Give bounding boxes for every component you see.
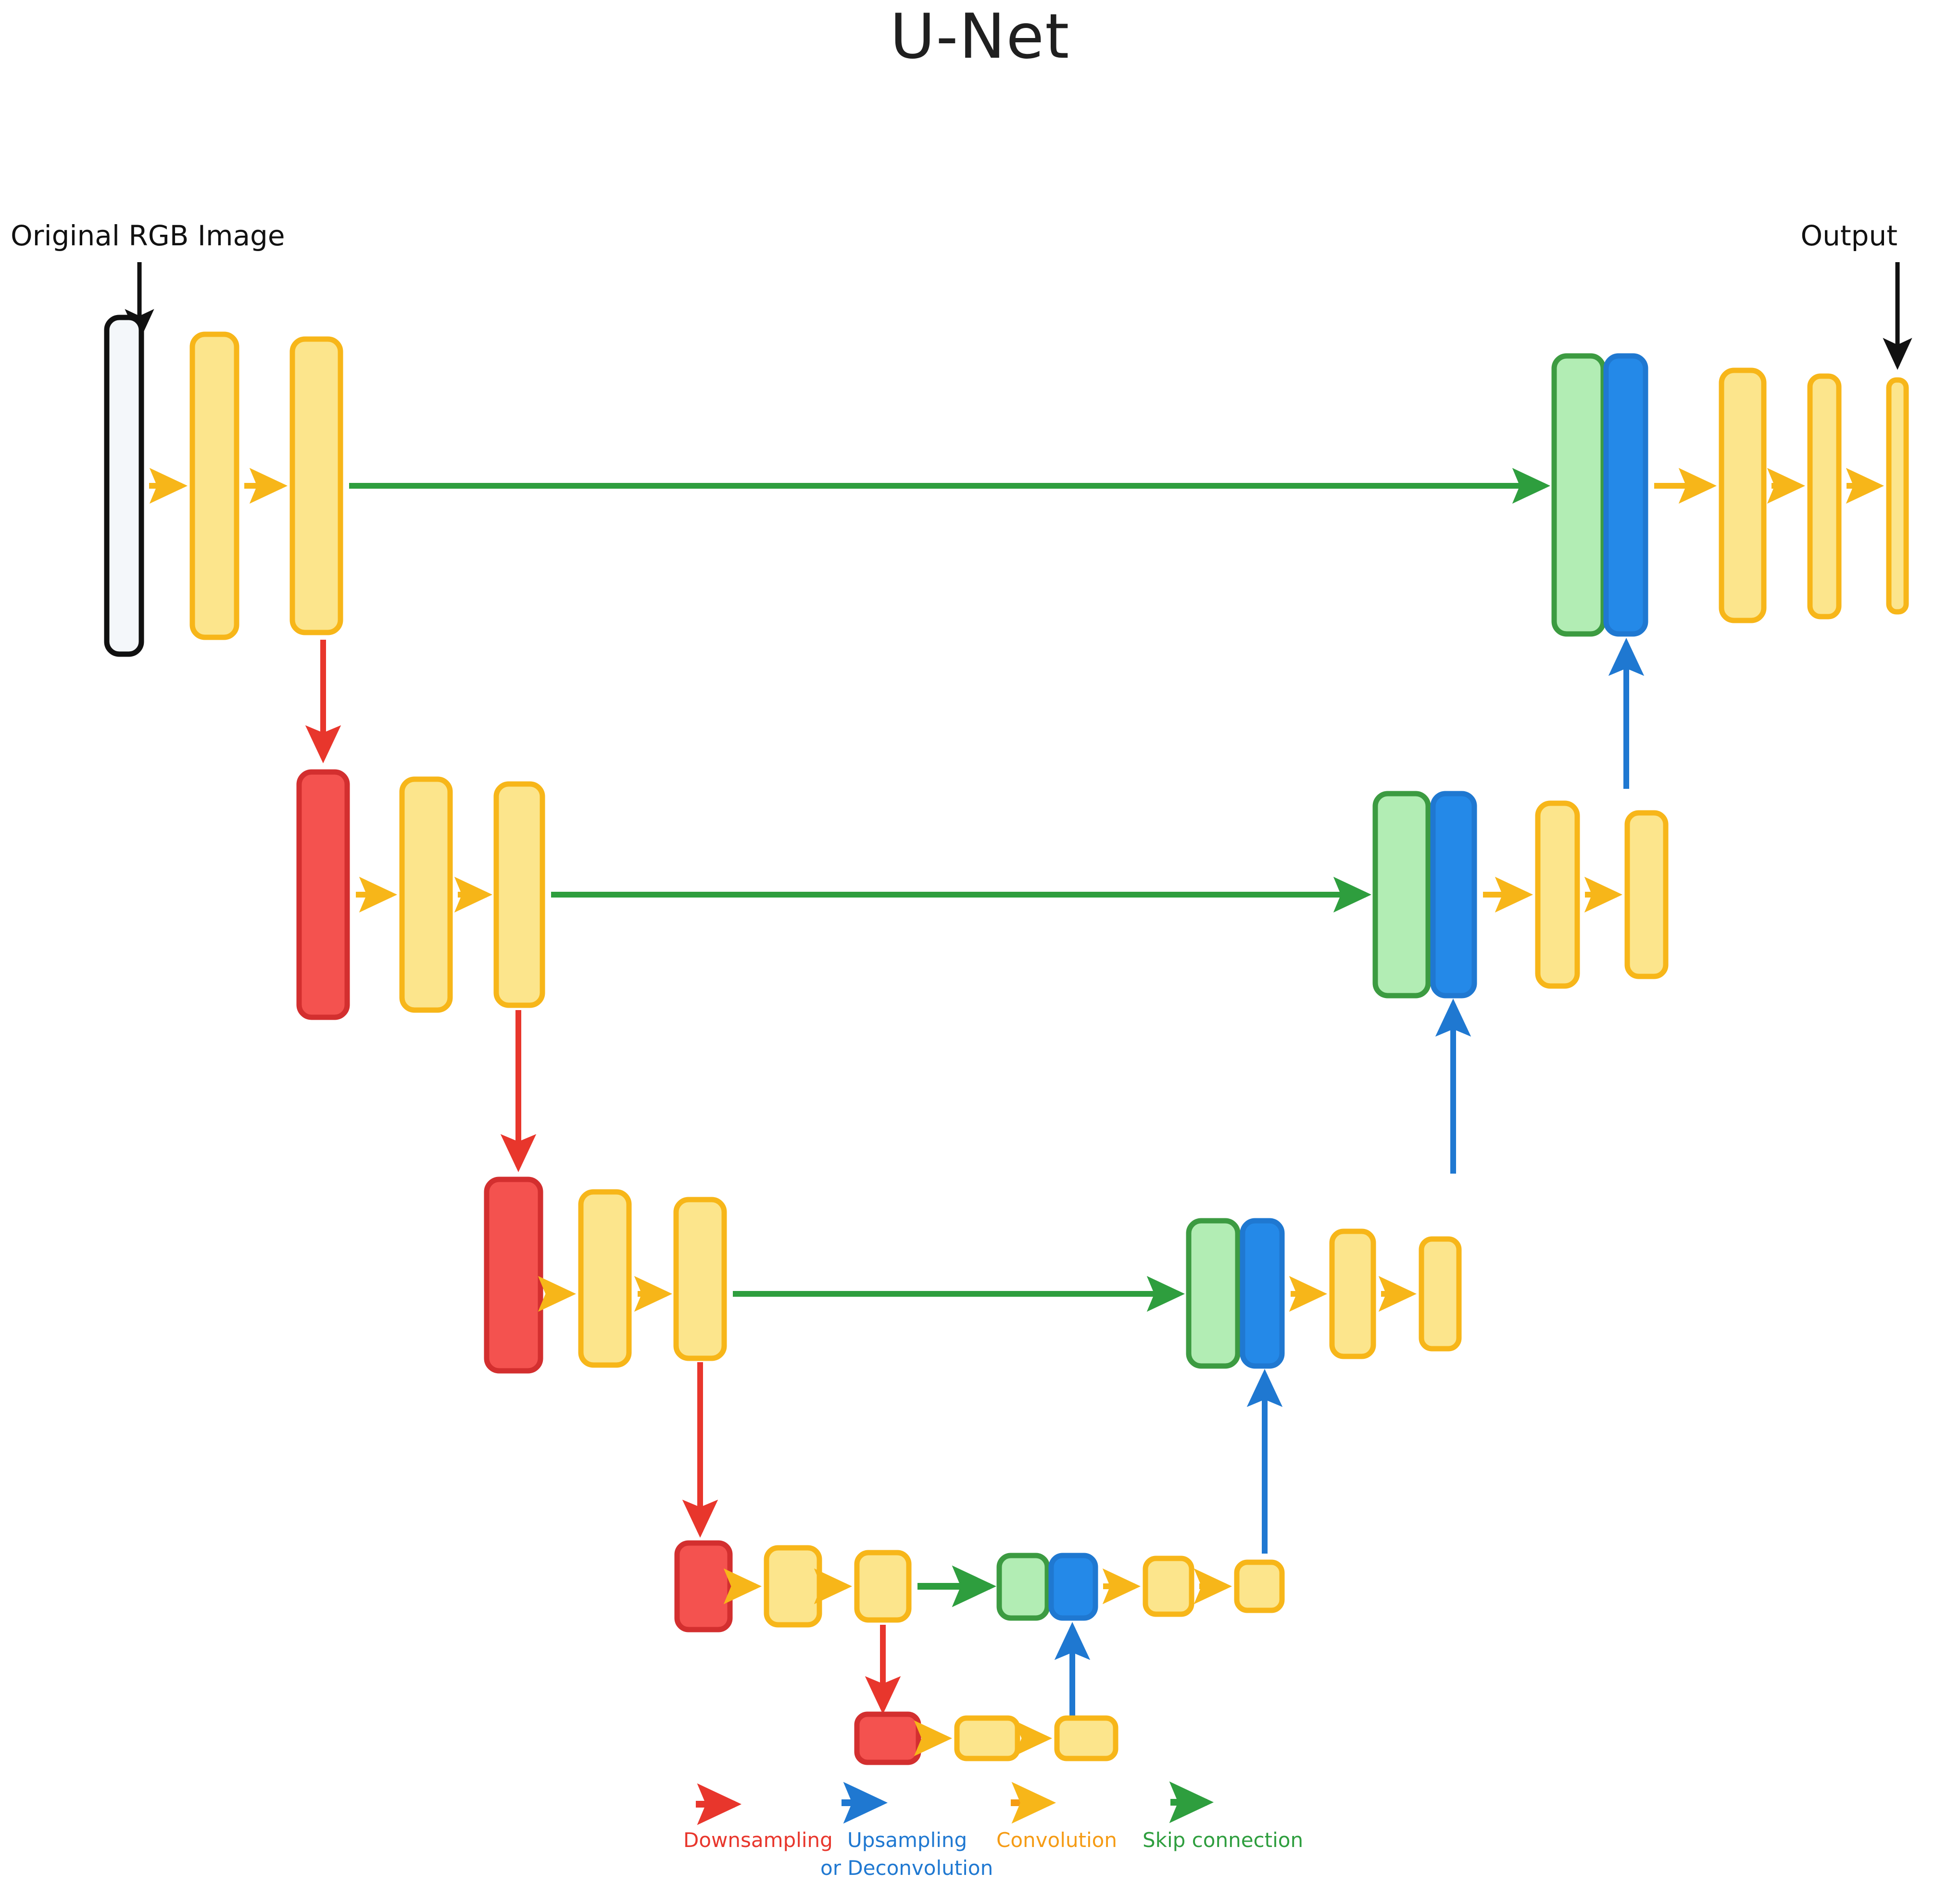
- bottleneck-downsample-block[interactable]: [854, 1711, 921, 1765]
- encoder-conv-block[interactable]: [493, 781, 545, 1008]
- output-label: Output: [1801, 219, 1897, 252]
- skip-concat-block[interactable]: [1551, 353, 1606, 637]
- level-4-group: [674, 1540, 1285, 1632]
- decoder-conv-block[interactable]: [1624, 810, 1669, 979]
- page-title: U-Net: [890, 1, 1070, 73]
- encoder-conv-block[interactable]: [673, 1197, 727, 1361]
- legend: Downsampling Upsampling or Deconvolution…: [683, 1781, 1303, 1880]
- legend-label-or-deconvolution: or Deconvolution: [820, 1856, 993, 1880]
- downsample-block[interactable]: [674, 1540, 733, 1632]
- legend-label-skip-connection: Skip connection: [1143, 1828, 1303, 1852]
- decoder-conv-block[interactable]: [1419, 1236, 1462, 1352]
- level-5-bottleneck-group: [854, 1711, 1118, 1765]
- upsampled-feature-block[interactable]: [1048, 1553, 1098, 1621]
- encoder-conv-block[interactable]: [764, 1545, 822, 1628]
- decoder-conv-block[interactable]: [1719, 367, 1767, 623]
- level-2-group: [296, 769, 1669, 1020]
- downsample-block[interactable]: [296, 769, 350, 1020]
- upsampled-feature-block[interactable]: [1603, 353, 1648, 637]
- decoder-conv-block[interactable]: [1143, 1556, 1194, 1617]
- legend-label-convolution: Convolution: [996, 1828, 1117, 1852]
- legend-label-upsampling: Upsampling: [847, 1828, 967, 1852]
- upsampled-feature-block[interactable]: [1430, 791, 1477, 999]
- original-rgb-image-block[interactable]: [104, 315, 144, 657]
- output-conv-block[interactable]: [1886, 377, 1909, 615]
- encoder-conv-block[interactable]: [854, 1550, 912, 1623]
- bottleneck-conv-block[interactable]: [954, 1715, 1020, 1761]
- skip-concat-block[interactable]: [1186, 1218, 1241, 1369]
- bottleneck-conv-block[interactable]: [1054, 1715, 1118, 1761]
- skip-concat-block[interactable]: [1372, 791, 1431, 999]
- level-1-group: [104, 315, 1909, 657]
- encoder-conv-block[interactable]: [399, 776, 453, 1013]
- encoder-conv-block[interactable]: [189, 331, 239, 640]
- skip-concat-block[interactable]: [996, 1553, 1050, 1621]
- upsampled-feature-block[interactable]: [1240, 1218, 1285, 1369]
- downsample-block[interactable]: [484, 1177, 543, 1374]
- level-3-group: [484, 1177, 1462, 1374]
- decoder-conv-block[interactable]: [1329, 1228, 1376, 1359]
- decoder-conv-block[interactable]: [1535, 800, 1580, 989]
- input-label: Original RGB Image: [11, 219, 285, 252]
- encoder-conv-block[interactable]: [578, 1189, 632, 1368]
- legend-label-downsampling: Downsampling: [683, 1828, 833, 1852]
- decoder-conv-block[interactable]: [1807, 373, 1842, 620]
- encoder-conv-block[interactable]: [289, 336, 343, 635]
- decoder-conv-block[interactable]: [1234, 1559, 1285, 1613]
